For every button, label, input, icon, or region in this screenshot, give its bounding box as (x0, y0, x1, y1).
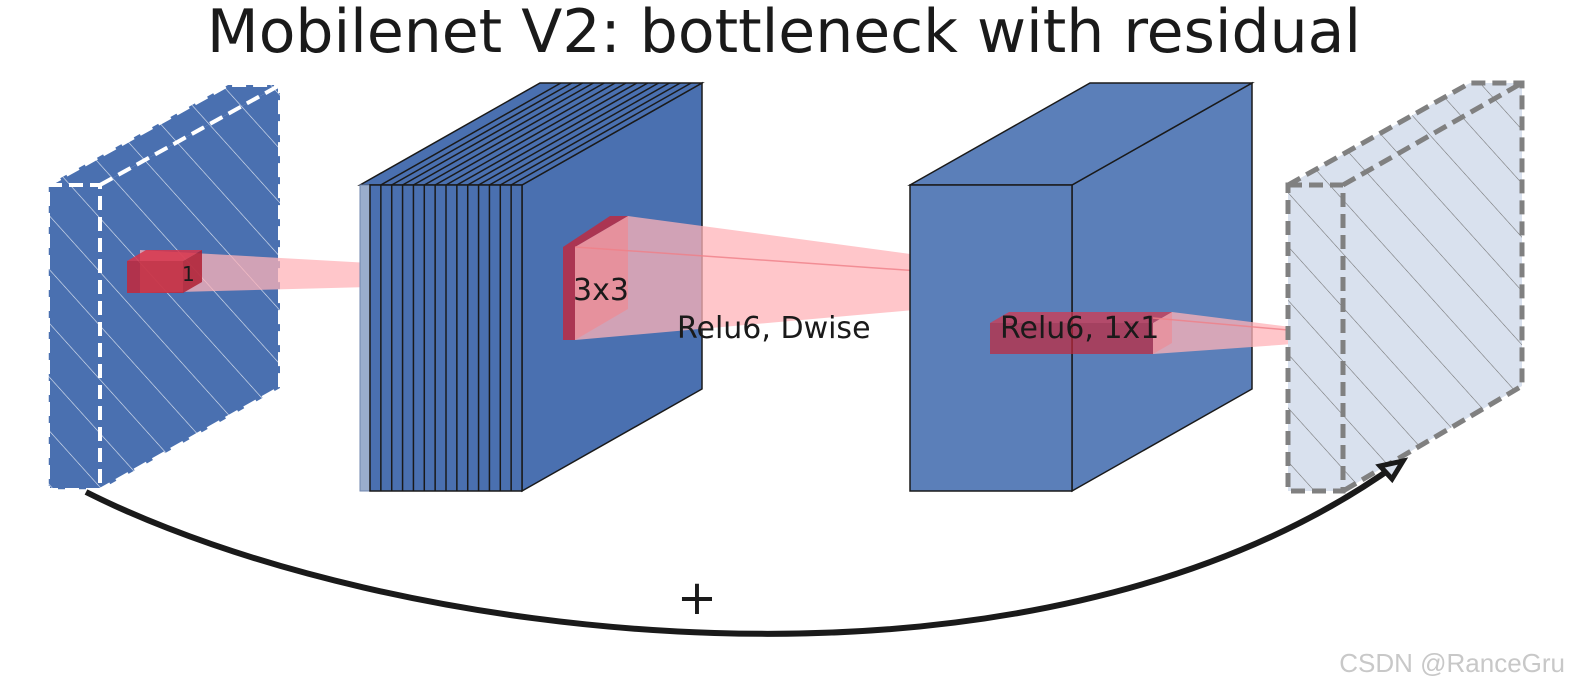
projection-cone-2 (575, 216, 1163, 340)
kernel-1-label: 1 (182, 262, 195, 286)
kernel-1-cube: 1 (127, 250, 202, 293)
slice-top-edge (467, 82, 649, 186)
slice-top-edge (478, 82, 659, 186)
slice-top-edge (499, 82, 681, 186)
residual-arrow (84, 459, 1402, 637)
kernel-3x3-label: 3x3 (573, 273, 629, 308)
slice-top-edge (489, 82, 670, 186)
diagram-title: Mobilenet V2: bottleneck with residual (207, 0, 1361, 67)
slice-top-edge (391, 82, 573, 186)
slice-top-edge (434, 82, 616, 186)
depthwise-output-block (907, 81, 1255, 493)
slice-top-edge (413, 82, 594, 186)
dwise-label: Relu6, Dwise (677, 311, 871, 346)
slice-top-edge (456, 82, 638, 186)
output-block (1285, 80, 1525, 494)
slice-top-edge (510, 82, 692, 186)
slice-top-edge (380, 82, 562, 186)
pointwise-label: Relu6, 1x1 (1000, 311, 1159, 346)
watermark: CSDN @RanceGru (1339, 648, 1565, 678)
residual-arrowhead (1375, 457, 1409, 484)
input-block (46, 83, 282, 492)
expansion-block-first-slice (359, 184, 371, 492)
slice-top-edge (402, 82, 583, 186)
residual-plus-label: + (677, 570, 717, 626)
expansion-slices (380, 82, 692, 491)
slice-top-edge (423, 82, 605, 186)
slice-top-edge (445, 82, 627, 186)
